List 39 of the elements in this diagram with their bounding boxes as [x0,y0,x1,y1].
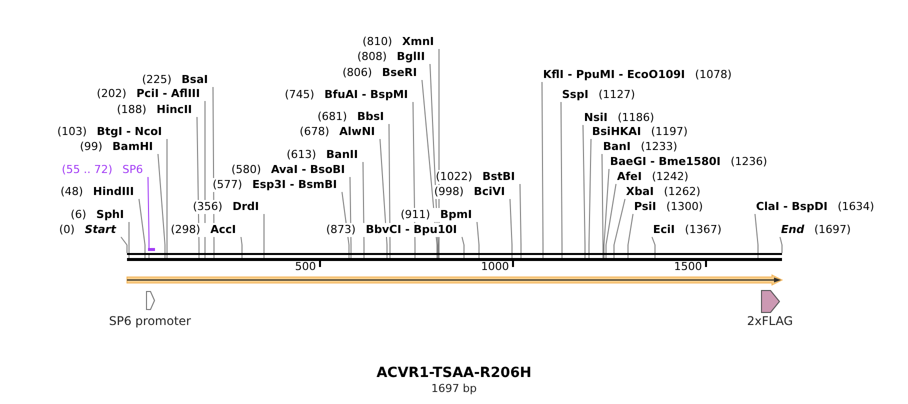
leader-line [510,198,512,254]
leader-line [240,236,242,254]
primer-mark [148,248,155,251]
scale-label: 1000 [481,260,509,273]
leader-line [148,176,150,248]
site-position: (911) [400,208,436,222]
leader-line [380,138,388,254]
leader-line [158,154,166,254]
enzyme-name: BbvCI - Bpu10I [360,223,457,237]
leader-line [602,154,604,254]
leader-line [582,124,586,254]
leader-line [120,236,128,254]
leader-line [628,214,634,254]
leader-line [614,198,626,254]
site-position: (298) [170,223,206,237]
leader-line [560,102,562,254]
leader-line [128,222,130,254]
enzyme-name: BpmI [435,208,472,222]
leader-line [542,82,544,254]
map-title: ACVR1-TSAA-R206H [376,365,532,381]
leader-line [652,236,656,254]
scale-label: 500 [295,260,316,273]
feature-label: 2xFLAG [747,314,793,328]
leader-line [462,236,464,254]
leader-line [604,168,610,254]
leader-line [520,184,522,254]
sequence-bar [127,253,782,261]
leader-line [606,184,616,254]
scale-label: 1500 [674,260,702,273]
feature-band [126,274,784,286]
leader-line [754,214,758,254]
leader-line [780,236,782,254]
leader-line [588,138,592,254]
sequence-length: 1697 bp [431,382,477,395]
leader-line [138,198,146,254]
leader-line [166,138,168,254]
feature-label: SP6 promoter [109,314,191,328]
leader-line [476,222,480,254]
leader-line [388,124,390,254]
